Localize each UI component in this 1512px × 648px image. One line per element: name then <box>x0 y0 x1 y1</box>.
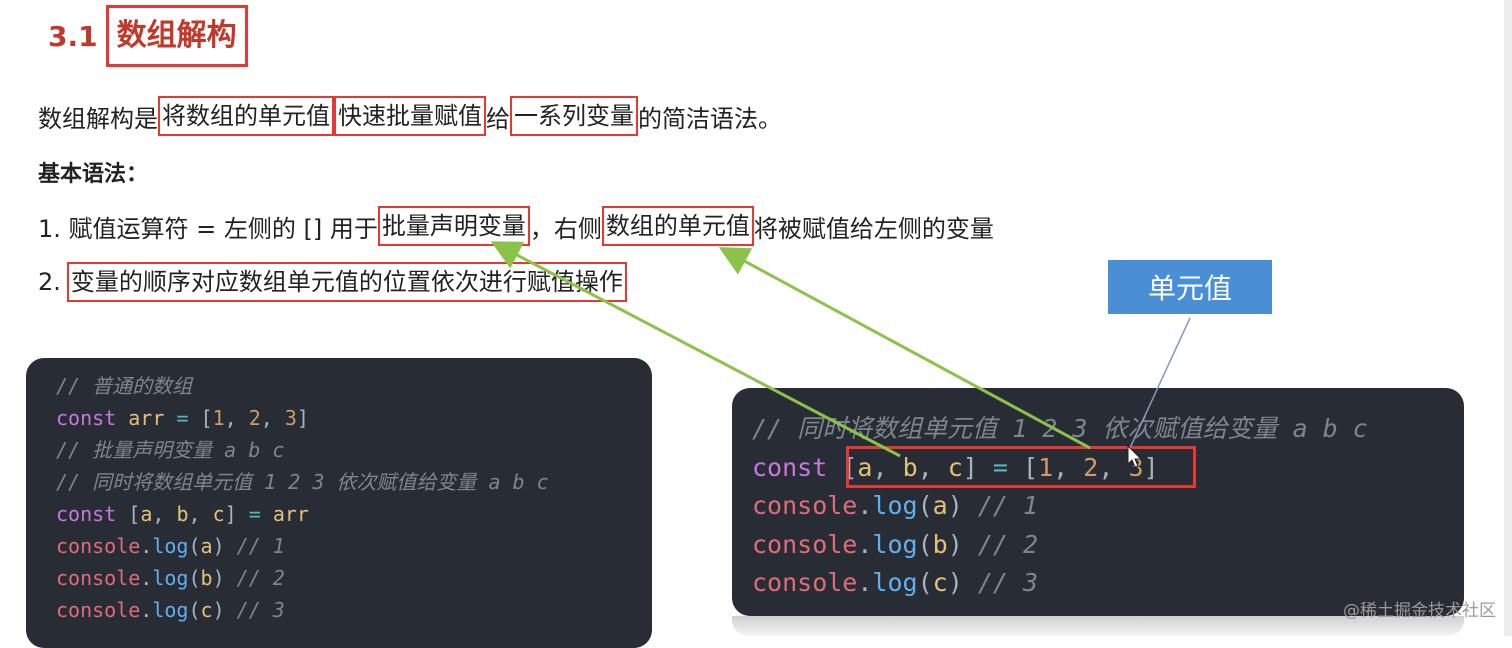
intro-highlight-unit-values: 将数组的单元值 <box>158 96 334 136</box>
code-comment: // 2 <box>977 529 1039 559</box>
code-object: console <box>56 598 141 622</box>
code-keyword: const <box>752 452 828 482</box>
code-argument: a <box>200 534 213 558</box>
code-comment: // 同时将数组单元值 1 2 3 依次赋值给变量 a b c <box>56 470 549 494</box>
code-bracket: [ <box>1023 452 1039 482</box>
code-comment: // 批量声明变量 a b c <box>56 438 285 462</box>
code-bracket: [ <box>200 406 213 430</box>
code-operator: = <box>248 502 261 526</box>
unit-value-callout: 单元值 <box>1108 260 1272 314</box>
code-comment: // 普通的数组 <box>56 374 193 398</box>
code-function: log <box>152 566 189 590</box>
code-variable: c <box>947 452 963 482</box>
code-line-log: console.log(c) // 3 <box>752 568 1039 597</box>
code-variable: b <box>902 452 918 482</box>
code-comment: // 1 <box>236 534 285 558</box>
code-object: console <box>752 568 858 597</box>
section-title: 数组解构 <box>105 5 248 67</box>
code-argument: b <box>932 529 948 559</box>
code-argument: a <box>932 491 948 520</box>
code-block-right: // 同时将数组单元值 1 2 3 依次赋值给变量 a b c const [ a… <box>732 388 1464 616</box>
code-line-log: console.log(b) // 2 <box>752 529 1039 559</box>
code-line-destructure: const [a, b, c] = arr <box>56 502 309 526</box>
code-line-log: console.log(a) // 1 <box>56 534 285 558</box>
code-object: console <box>56 566 141 590</box>
code-keyword: const <box>56 406 117 430</box>
code-function: log <box>872 529 918 559</box>
intro-text-1: 数组解构是 <box>38 104 158 133</box>
rule1-highlight-declare: 批量声明变量 <box>377 206 530 246</box>
code-line-arr: const arr = [1, 2, 3] <box>56 406 309 430</box>
code-variable: arr <box>272 502 309 526</box>
code-comment: // 3 <box>236 598 285 622</box>
code-highlight-box <box>846 446 1196 488</box>
code-bracket: ] <box>962 452 978 482</box>
code-comment: // 1 <box>977 491 1039 520</box>
code-object: console <box>56 534 141 558</box>
code-object: console <box>752 491 858 520</box>
code-object: console <box>752 529 858 559</box>
code-line-log: console.log(b) // 2 <box>56 566 285 590</box>
rule1-text-2: ，右侧 <box>529 214 602 243</box>
code-variable: a <box>857 452 873 482</box>
code-number: 1 <box>212 406 225 430</box>
rule2-prefix: 2. <box>38 268 61 296</box>
code-line-log: console.log(c) // 3 <box>56 598 285 622</box>
panel-shadow <box>732 616 1464 636</box>
rule-1: 1. 赋值运算符 = 左侧的 [] 用于 批量声明变量 ，右侧 数组的单元值 将… <box>38 206 994 246</box>
intro-highlight-batch-assign: 快速批量赋值 <box>334 96 486 136</box>
rule1-highlight-unit-values: 数组的单元值 <box>601 206 754 246</box>
code-argument: b <box>200 566 213 590</box>
code-function: log <box>872 491 918 520</box>
rule1-text-1: 1. 赋值运算符 = 左侧的 [] 用于 <box>38 214 378 243</box>
code-bracket: ] <box>296 406 309 430</box>
code-comment: // 3 <box>977 568 1039 597</box>
code-function: log <box>872 568 918 597</box>
code-operator: = <box>176 406 189 430</box>
intro-text-2: 给 <box>486 104 510 133</box>
code-block-left: // 普通的数组 const arr = [1, 2, 3] // 批量声明变量… <box>26 358 652 648</box>
intro-highlight-variables: 一系列变量 <box>510 96 638 136</box>
code-number: 1 <box>1038 452 1054 482</box>
intro-sentence: 数组解构是 将数组的单元值 快速批量赋值 给 一系列变量 的简洁语法。 <box>38 96 782 136</box>
watermark: @稀土掘金技术社区 <box>1343 601 1496 621</box>
code-variable: a <box>140 502 153 526</box>
code-variable: arr <box>128 406 165 430</box>
code-line-log: console.log(a) // 1 <box>752 491 1039 520</box>
code-keyword: const <box>56 502 117 526</box>
rule1-text-3: 将被赋值给左侧的变量 <box>753 214 994 243</box>
code-function: log <box>152 534 189 558</box>
code-number: 2 <box>1083 452 1099 482</box>
code-argument: c <box>200 598 213 622</box>
section-number: 3.1 <box>48 19 98 53</box>
intro-text-3: 的简洁语法。 <box>638 104 782 133</box>
code-bracket: ] <box>224 502 237 526</box>
code-function: log <box>152 598 189 622</box>
code-variable: b <box>176 502 189 526</box>
rule2-highlight: 变量的顺序对应数组单元值的位置依次进行赋值操作 <box>66 262 627 302</box>
syntax-heading: 基本语法： <box>38 162 149 187</box>
code-argument: c <box>932 568 948 597</box>
code-number: 3 <box>284 406 297 430</box>
code-comment: // 同时将数组单元值 1 2 3 依次赋值给变量 a b c <box>752 414 1368 443</box>
rule-2: 2. 变量的顺序对应数组单元值的位置依次进行赋值操作 <box>38 262 627 302</box>
code-number: 2 <box>248 406 261 430</box>
code-bracket: ] <box>1143 452 1159 482</box>
code-variable: c <box>212 502 225 526</box>
code-bracket: [ <box>128 502 141 526</box>
scrollbar-track[interactable] <box>1504 0 1512 636</box>
section-heading: 3.1 数组解构 <box>48 5 248 67</box>
code-comment: // 2 <box>236 566 285 590</box>
code-operator: = <box>992 452 1008 482</box>
